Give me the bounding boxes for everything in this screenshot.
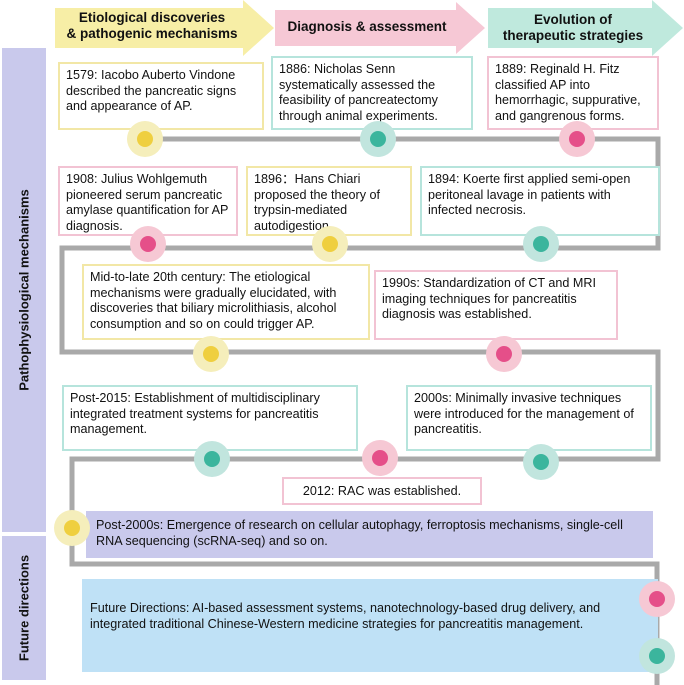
event-1908-text: 1908: Julius Wohlgemuth pioneered serum … (66, 172, 229, 233)
diagnosis-header-text: Diagnosis & assessment (287, 19, 447, 34)
future-band-side: Future directions (2, 536, 46, 680)
post-2000s-band: Post-2000s: Emergence of research on cel… (86, 511, 653, 558)
node-future-1 (639, 581, 675, 617)
event-2012: 2012: RAC was established. (282, 477, 482, 505)
node-post-2000s (54, 510, 90, 546)
event-20th-century: Mid-to-late 20th century: The etiologica… (82, 264, 370, 340)
event-1886: 1886: Nicholas Senn systematically asses… (271, 56, 473, 130)
pathophysiology-band: Pathophysiological mechanisms (2, 48, 46, 532)
diagnosis-arrow (275, 2, 485, 54)
etiology-header-text: Etiological discoveries & pathogenic mec… (66, 10, 238, 41)
node-post-2015 (194, 441, 230, 477)
event-post-2015-text: Post-2015: Establishment of multidiscipl… (70, 391, 320, 436)
event-2000s-text: 2000s: Minimally invasive techniques wer… (414, 391, 634, 436)
event-1579-text: 1579: Iacobo Auberto Vindone described t… (66, 68, 237, 113)
node-1886 (360, 121, 396, 157)
future-directions-text: Future Directions: AI-based assessment s… (90, 601, 601, 631)
event-1990s: 1990s: Standardization of CT and MRI ima… (374, 270, 618, 340)
therapy-header-text: Evolution of therapeutic strategies (502, 12, 644, 43)
node-2012 (362, 440, 398, 476)
future-directions-label: Future directions (16, 554, 32, 662)
event-1896-text: 1896：Hans Chiari proposed the theory of … (254, 172, 381, 233)
future-directions-band: Future Directions: AI-based assessment s… (82, 579, 658, 672)
pathophysiology-label: Pathophysiological mechanisms (16, 189, 32, 391)
event-1889-text: 1889: Reginald H. Fitz classified AP int… (495, 62, 641, 123)
event-2012-text: 2012: RAC was established. (302, 484, 462, 498)
node-future-2 (639, 638, 675, 674)
event-post-2015: Post-2015: Establishment of multidiscipl… (62, 385, 358, 451)
therapy-header: Evolution of therapeutic strategies (488, 12, 658, 44)
event-1894: 1894: Koerte first applied semi-open per… (420, 166, 660, 236)
event-1894-text: 1894: Koerte first applied semi-open per… (428, 172, 631, 217)
event-1908: 1908: Julius Wohlgemuth pioneered serum … (58, 166, 238, 236)
post-2000s-text: Post-2000s: Emergence of research on cel… (96, 518, 623, 548)
event-1886-text: 1886: Nicholas Senn systematically asses… (279, 62, 438, 123)
etiology-arrow (55, 0, 274, 56)
therapy-arrow (488, 0, 683, 56)
node-1894 (523, 226, 559, 262)
etiology-header: Etiological discoveries & pathogenic mec… (57, 10, 247, 42)
event-1579: 1579: Iacobo Auberto Vindone described t… (58, 62, 264, 130)
node-1579 (127, 121, 163, 157)
node-1896 (312, 226, 348, 262)
node-1889 (559, 121, 595, 157)
event-1889: 1889: Reginald H. Fitz classified AP int… (487, 56, 659, 130)
node-20th-century (193, 336, 229, 372)
diagnosis-header: Diagnosis & assessment (278, 19, 456, 35)
node-2000s (523, 444, 559, 480)
event-2000s: 2000s: Minimally invasive techniques wer… (406, 385, 652, 451)
event-20th-century-text: Mid-to-late 20th century: The etiologica… (90, 270, 337, 331)
node-1990s (486, 336, 522, 372)
event-1990s-text: 1990s: Standardization of CT and MRI ima… (382, 276, 596, 321)
node-1908 (130, 226, 166, 262)
